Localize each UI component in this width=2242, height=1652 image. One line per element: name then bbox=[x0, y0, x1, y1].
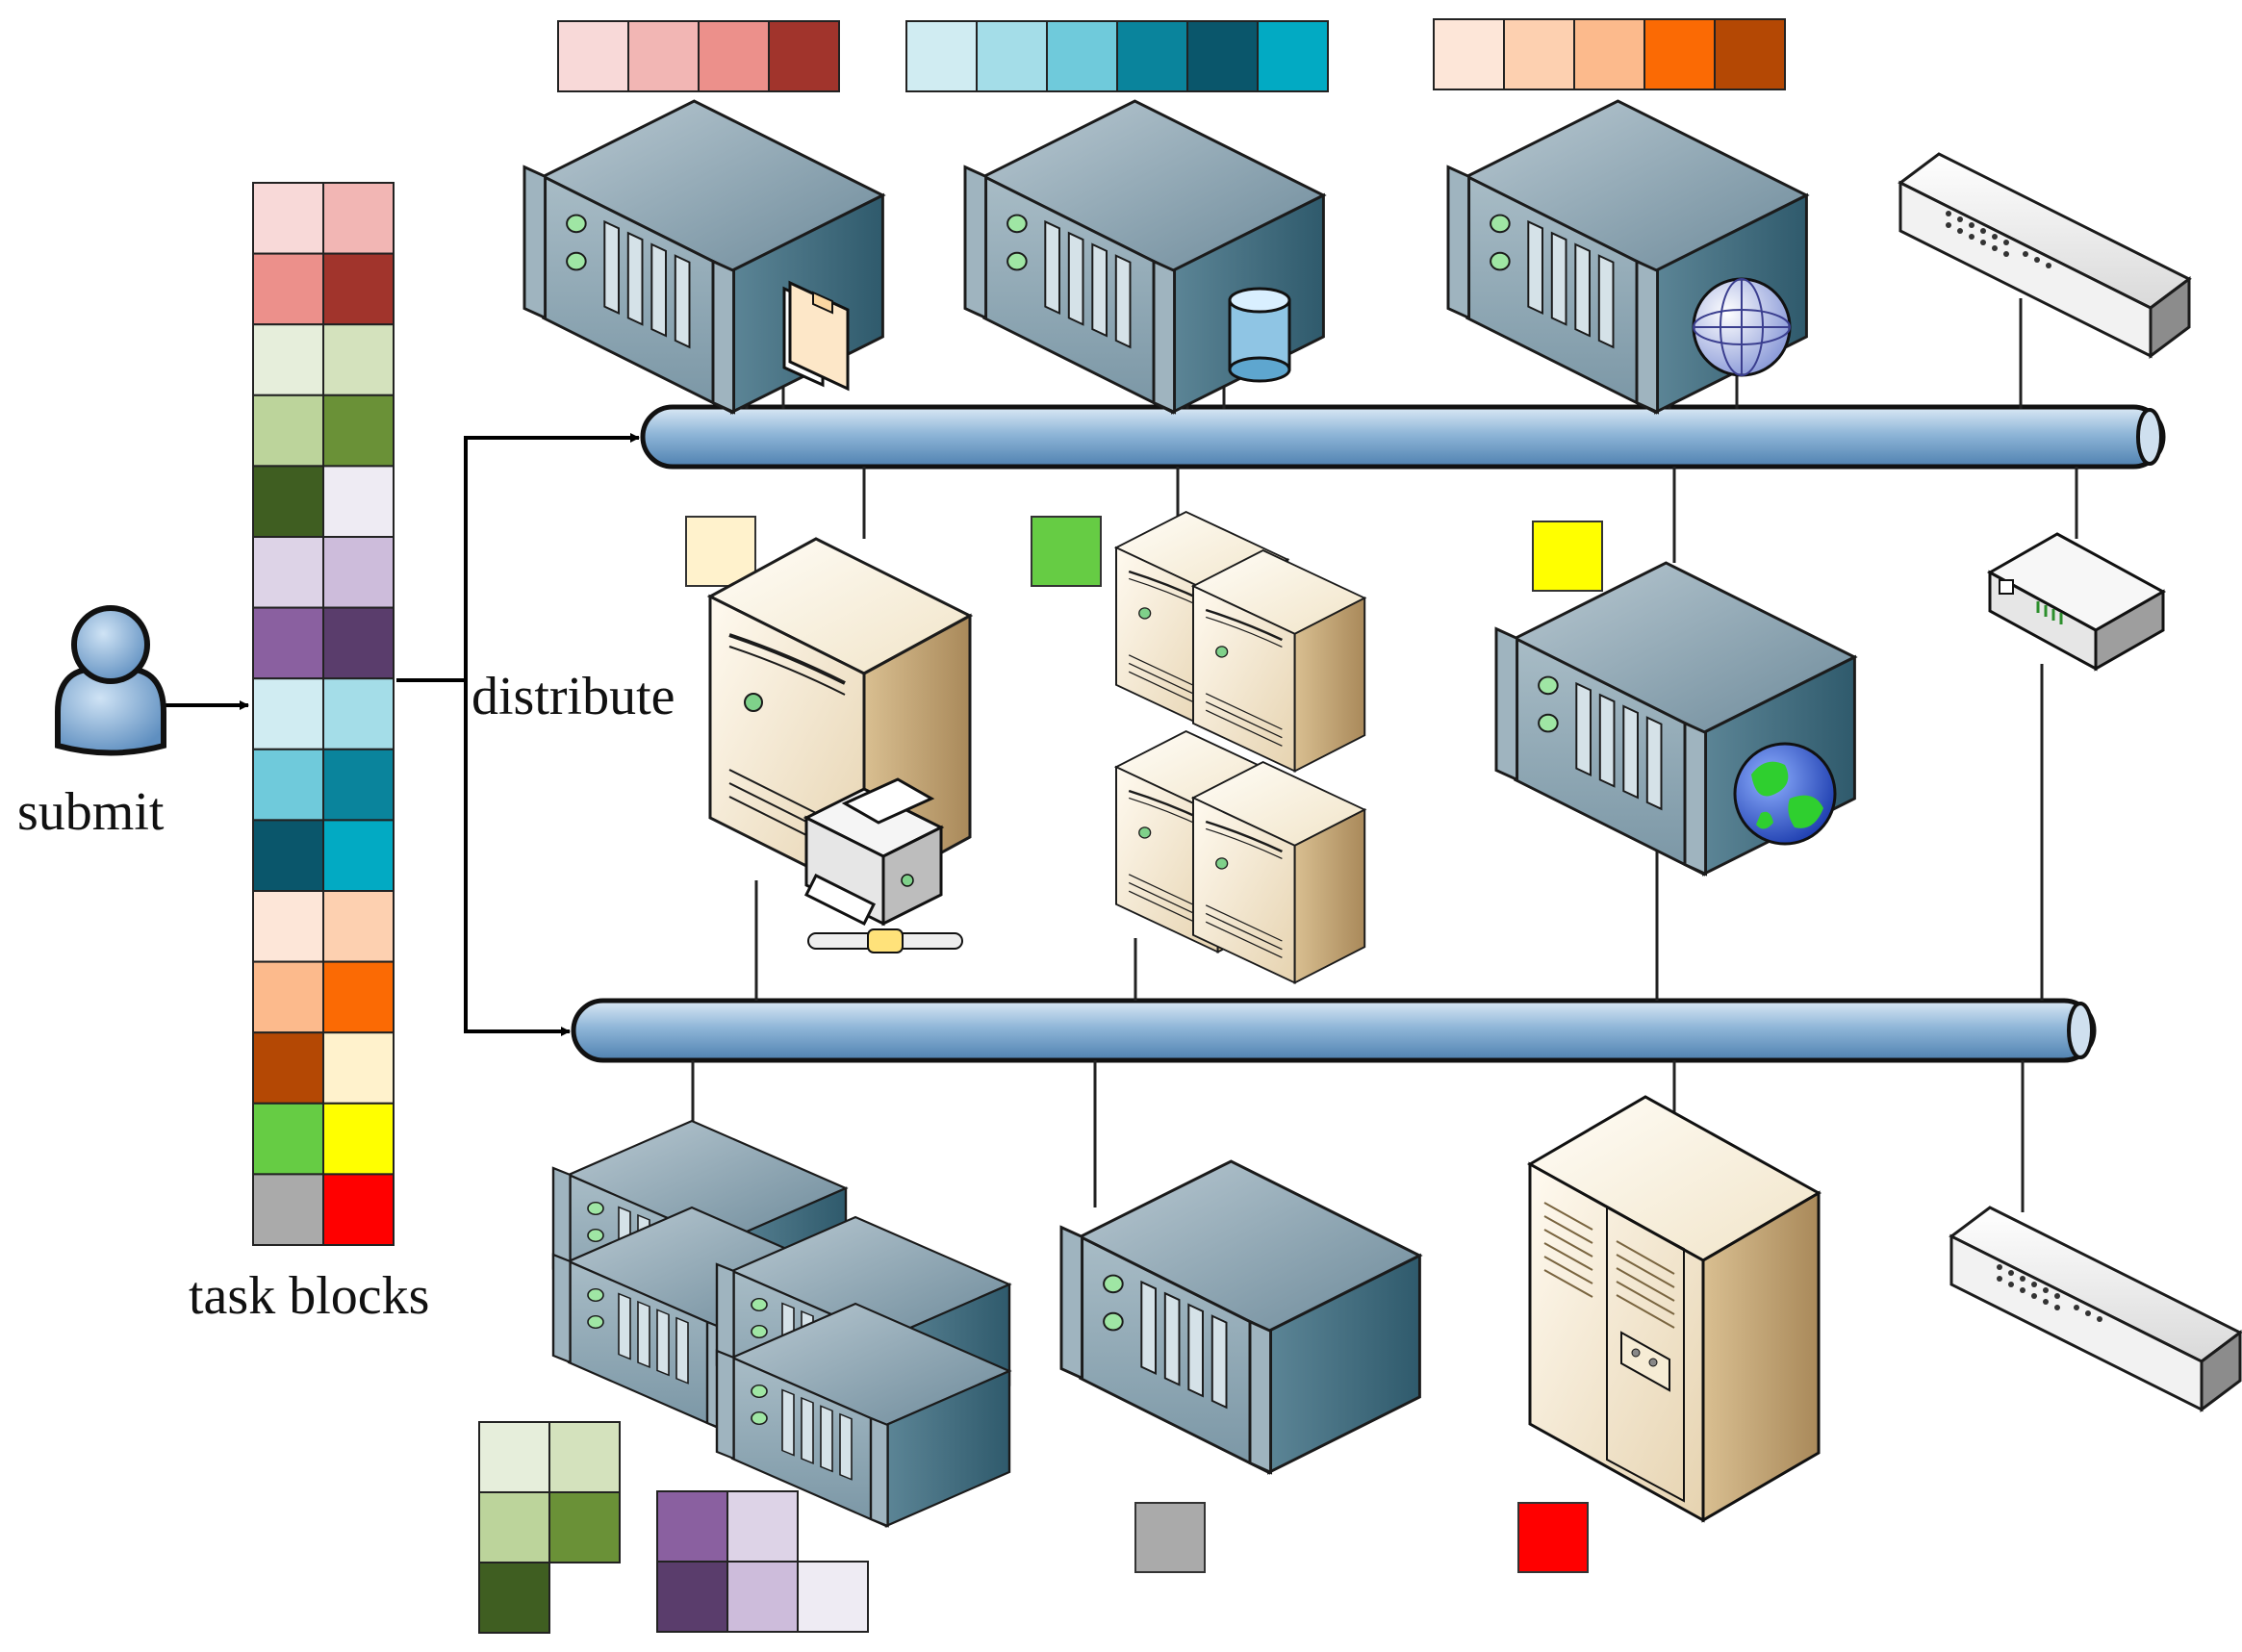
task-block bbox=[322, 182, 395, 255]
globe-icon bbox=[1692, 277, 1792, 377]
printer-icon bbox=[803, 777, 945, 927]
distribute-arrows bbox=[396, 433, 640, 1036]
modem-icon bbox=[1986, 532, 2167, 672]
task-block bbox=[252, 890, 324, 963]
task-block bbox=[698, 20, 770, 92]
task-block bbox=[322, 819, 395, 893]
rack-server-stack-icon bbox=[551, 1119, 1011, 1528]
task-block bbox=[252, 819, 324, 893]
task-block bbox=[322, 536, 395, 609]
distribute-label: distribute bbox=[471, 667, 675, 726]
task-block bbox=[252, 394, 324, 468]
task-block bbox=[1643, 18, 1716, 90]
task-blocks-purple-group bbox=[656, 1490, 869, 1633]
task-block bbox=[252, 606, 324, 680]
task-block bbox=[548, 1421, 621, 1493]
task-block bbox=[905, 20, 978, 92]
network-bus-bottom bbox=[571, 998, 2097, 1063]
task-block bbox=[627, 20, 700, 92]
task-block bbox=[322, 323, 395, 396]
task-block-cluster bbox=[1031, 516, 1102, 587]
network-bus-top bbox=[640, 404, 2166, 470]
task-block bbox=[322, 606, 395, 680]
task-block bbox=[322, 252, 395, 326]
task-block bbox=[478, 1562, 550, 1634]
task-block bbox=[322, 748, 395, 822]
task-block bbox=[557, 20, 629, 92]
server-cluster-icon bbox=[1114, 510, 1366, 984]
task-block bbox=[252, 252, 324, 326]
task-blocks-green-group bbox=[478, 1421, 621, 1634]
top-task-strips bbox=[557, 18, 1786, 92]
rack-server-icon bbox=[1059, 1159, 1421, 1474]
task-blocks-stack bbox=[252, 182, 395, 1247]
submit-label: submit bbox=[17, 782, 165, 842]
task-block bbox=[797, 1561, 869, 1633]
task-block bbox=[1503, 18, 1575, 90]
task-block bbox=[1573, 18, 1645, 90]
task-block bbox=[252, 1031, 324, 1105]
task-block bbox=[656, 1490, 728, 1563]
task-block bbox=[322, 1102, 395, 1176]
task-block bbox=[768, 20, 840, 92]
task-block bbox=[1714, 18, 1786, 90]
task-block-tower bbox=[685, 516, 756, 587]
task-block bbox=[322, 394, 395, 468]
network-switch-icon bbox=[1898, 152, 2191, 358]
database-icon bbox=[1228, 287, 1291, 383]
task-block bbox=[252, 536, 324, 609]
task-block bbox=[252, 1173, 324, 1247]
user-icon bbox=[55, 605, 166, 756]
task-block bbox=[656, 1561, 728, 1633]
earth-icon bbox=[1733, 742, 1837, 846]
task-block-rack bbox=[1134, 1502, 1206, 1573]
task-block-mainframe bbox=[1517, 1502, 1589, 1573]
task-block bbox=[252, 677, 324, 750]
mainframe-icon bbox=[1526, 1095, 1822, 1523]
task-block bbox=[976, 20, 1048, 92]
folder-icon bbox=[782, 280, 850, 392]
task-block bbox=[1433, 18, 1505, 90]
task-blocks-label: task blocks bbox=[189, 1266, 429, 1326]
task-block bbox=[548, 1491, 621, 1563]
task-block bbox=[252, 1102, 324, 1176]
network-switch-icon bbox=[1949, 1206, 2242, 1411]
task-block bbox=[252, 182, 324, 255]
connection-lines bbox=[691, 298, 2078, 1212]
task-block bbox=[322, 1173, 395, 1247]
task-block bbox=[322, 465, 395, 538]
task-block bbox=[1257, 20, 1329, 92]
task-block bbox=[1186, 20, 1259, 92]
task-block bbox=[726, 1490, 799, 1563]
task-block bbox=[1116, 20, 1188, 92]
task-block bbox=[1046, 20, 1118, 92]
task-block bbox=[478, 1491, 550, 1563]
task-block bbox=[252, 465, 324, 538]
task-block bbox=[252, 323, 324, 396]
task-block-web bbox=[1532, 521, 1603, 592]
task-block bbox=[322, 677, 395, 750]
task-block bbox=[322, 1031, 395, 1105]
task-block bbox=[478, 1421, 550, 1493]
task-block bbox=[322, 960, 395, 1034]
task-block bbox=[726, 1561, 799, 1633]
network-cable-icon bbox=[807, 928, 963, 953]
task-block bbox=[252, 748, 324, 822]
task-block bbox=[252, 960, 324, 1034]
task-block bbox=[322, 890, 395, 963]
